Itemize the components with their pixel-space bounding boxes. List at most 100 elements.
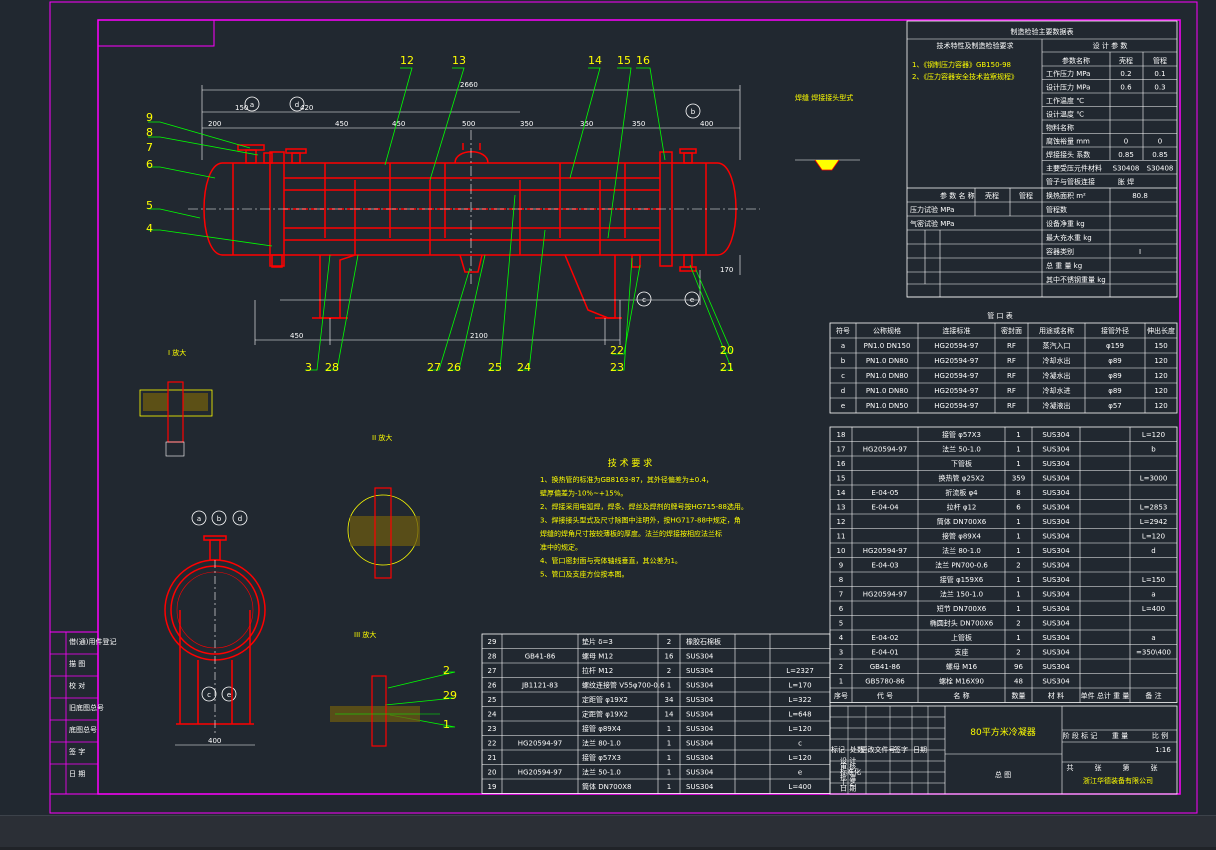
table-text: 其中不锈钢重量 kg bbox=[1046, 275, 1106, 284]
table-text: RF bbox=[1007, 372, 1016, 380]
nozzle-marker-d bbox=[232, 510, 248, 526]
table-text: d bbox=[841, 387, 845, 395]
table-text: φ57 bbox=[1108, 402, 1122, 410]
table-text: 冷却水出 bbox=[1043, 356, 1071, 365]
table-text: PN1.0 DN50 bbox=[866, 402, 908, 410]
balloon-26: 26 bbox=[447, 361, 461, 374]
table-text: 备 注 bbox=[1145, 691, 1161, 700]
table-text: SUS304 bbox=[686, 667, 714, 675]
cad-status-bar[interactable] bbox=[0, 815, 1216, 847]
table-text: 共 bbox=[1067, 763, 1074, 772]
table-text: 5、管口及支座方位按本图。 bbox=[540, 570, 628, 579]
table-text: GB41-86 bbox=[525, 653, 556, 661]
table-text: 1 bbox=[667, 769, 671, 777]
table-text: SUS304 bbox=[1042, 576, 1070, 584]
table-text: 1、换热管的标准为GB8163-87，其外径偏差为±0.4， bbox=[540, 475, 713, 484]
table-text: 120 bbox=[1154, 357, 1167, 365]
table-text: 1 bbox=[1016, 518, 1020, 526]
balloon-6: 6 bbox=[146, 158, 153, 171]
table-text: 处数 bbox=[850, 745, 864, 754]
table-text: 0.85 bbox=[1118, 151, 1134, 159]
table-text: 10 bbox=[837, 547, 846, 555]
nozzle-marker-label: a bbox=[197, 515, 201, 523]
balloon-2: 2 bbox=[443, 664, 450, 677]
table-text: 物料名称 bbox=[1046, 123, 1074, 132]
balloon-15: 15 bbox=[617, 54, 631, 67]
svg-text:II 放大: II 放大 bbox=[372, 433, 392, 442]
table-text: 法兰 PN700-0.6 bbox=[935, 561, 988, 570]
dimension-texts: 2660 200 450 450 500 350 350 350 400 150… bbox=[208, 81, 733, 340]
nozzle-marker-label: d bbox=[238, 515, 242, 523]
table-text: 1 bbox=[667, 754, 671, 762]
table-text: e bbox=[841, 402, 845, 410]
balloon-28: 28 bbox=[325, 361, 339, 374]
table-text: 96 bbox=[1014, 663, 1023, 671]
table-text: 冷凝液出 bbox=[1043, 401, 1071, 410]
table-text: 0.85 bbox=[1152, 151, 1168, 159]
table-text: 胀 焊 bbox=[1118, 177, 1134, 186]
svg-text:150: 150 bbox=[235, 104, 248, 112]
table-text: L=322 bbox=[788, 696, 811, 704]
table-text: L=648 bbox=[788, 711, 811, 719]
table-text: 8 bbox=[839, 576, 843, 584]
table-text: 换热管 φ25X2 bbox=[939, 474, 985, 483]
table-text: 张 bbox=[1151, 763, 1158, 772]
table-text: 0.6 bbox=[1120, 84, 1132, 92]
table-text: 80.8 bbox=[1132, 192, 1148, 200]
balloon-25: 25 bbox=[488, 361, 502, 374]
table-text: SUS304 bbox=[1042, 533, 1070, 541]
table-text: 359 bbox=[1012, 475, 1025, 483]
table-text: 12 bbox=[837, 518, 846, 526]
table-text: 筒体 DN700X6 bbox=[937, 517, 987, 526]
table-text: 18 bbox=[837, 431, 846, 439]
table-text: 标准化 bbox=[840, 767, 861, 776]
table-text: 2、焊接采用电弧焊，焊条、焊丝及焊剂的牌号按HG715-88选用。 bbox=[540, 502, 748, 511]
table-text: 签字 bbox=[894, 745, 908, 754]
svg-text:III 放大: III 放大 bbox=[354, 630, 376, 639]
table-text: 2 bbox=[1016, 620, 1020, 628]
svg-text:400: 400 bbox=[208, 737, 221, 745]
table-text: 15 bbox=[837, 475, 846, 483]
nozzle-marker-c bbox=[201, 686, 217, 702]
table-text: 14 bbox=[837, 489, 846, 497]
table-text: 24 bbox=[488, 711, 497, 719]
table-text: 支座 bbox=[955, 648, 969, 657]
table-text: 1 bbox=[1016, 446, 1020, 454]
table-text: 壳程 bbox=[1119, 56, 1133, 65]
table-text: 设 计 参 数 bbox=[1093, 41, 1128, 50]
table-text: 审 核 bbox=[840, 762, 856, 771]
table-text: E-04-03 bbox=[871, 562, 898, 570]
balloon-24: 24 bbox=[517, 361, 531, 374]
table-text: 接管 φ57X3 bbox=[942, 430, 981, 439]
table-text: =350\400 bbox=[1136, 649, 1171, 657]
table-text: PN1.0 DN80 bbox=[866, 372, 908, 380]
table-text: 最大充水重 kg bbox=[1046, 233, 1092, 242]
nozzle-marker-label: a bbox=[250, 101, 254, 109]
table-text: E-04-05 bbox=[871, 489, 898, 497]
nozzle-marker-e bbox=[684, 291, 700, 307]
table-text: 上管板 bbox=[951, 633, 972, 642]
table-text: 设计温度 ℃ bbox=[1046, 110, 1084, 119]
table-text: L=120 bbox=[1142, 533, 1165, 541]
table-text: 定距管 φ19X2 bbox=[582, 710, 628, 719]
table-text: 容器类别 bbox=[1046, 247, 1074, 256]
table-text: 工作压力 MPa bbox=[1046, 69, 1090, 78]
table-text: E-04-04 bbox=[871, 504, 899, 512]
table-text: 法兰 50-1.0 bbox=[942, 445, 981, 454]
svg-text:焊缝 焊接接头型式: 焊缝 焊接接头型式 bbox=[795, 93, 853, 102]
table-text: d bbox=[1151, 547, 1155, 555]
table-text: 比 例 bbox=[1152, 731, 1168, 740]
table-text: 1:16 bbox=[1155, 746, 1171, 754]
table-text: GB41-86 bbox=[870, 663, 901, 671]
table-text: 6 bbox=[1016, 504, 1021, 512]
table-text: SUS304 bbox=[1042, 649, 1070, 657]
nozzle-marker-b bbox=[685, 103, 701, 119]
table-text: 代 号 bbox=[877, 691, 893, 700]
balloon-5: 5 bbox=[146, 199, 153, 212]
table-text: 旧底图总号 bbox=[69, 703, 104, 712]
